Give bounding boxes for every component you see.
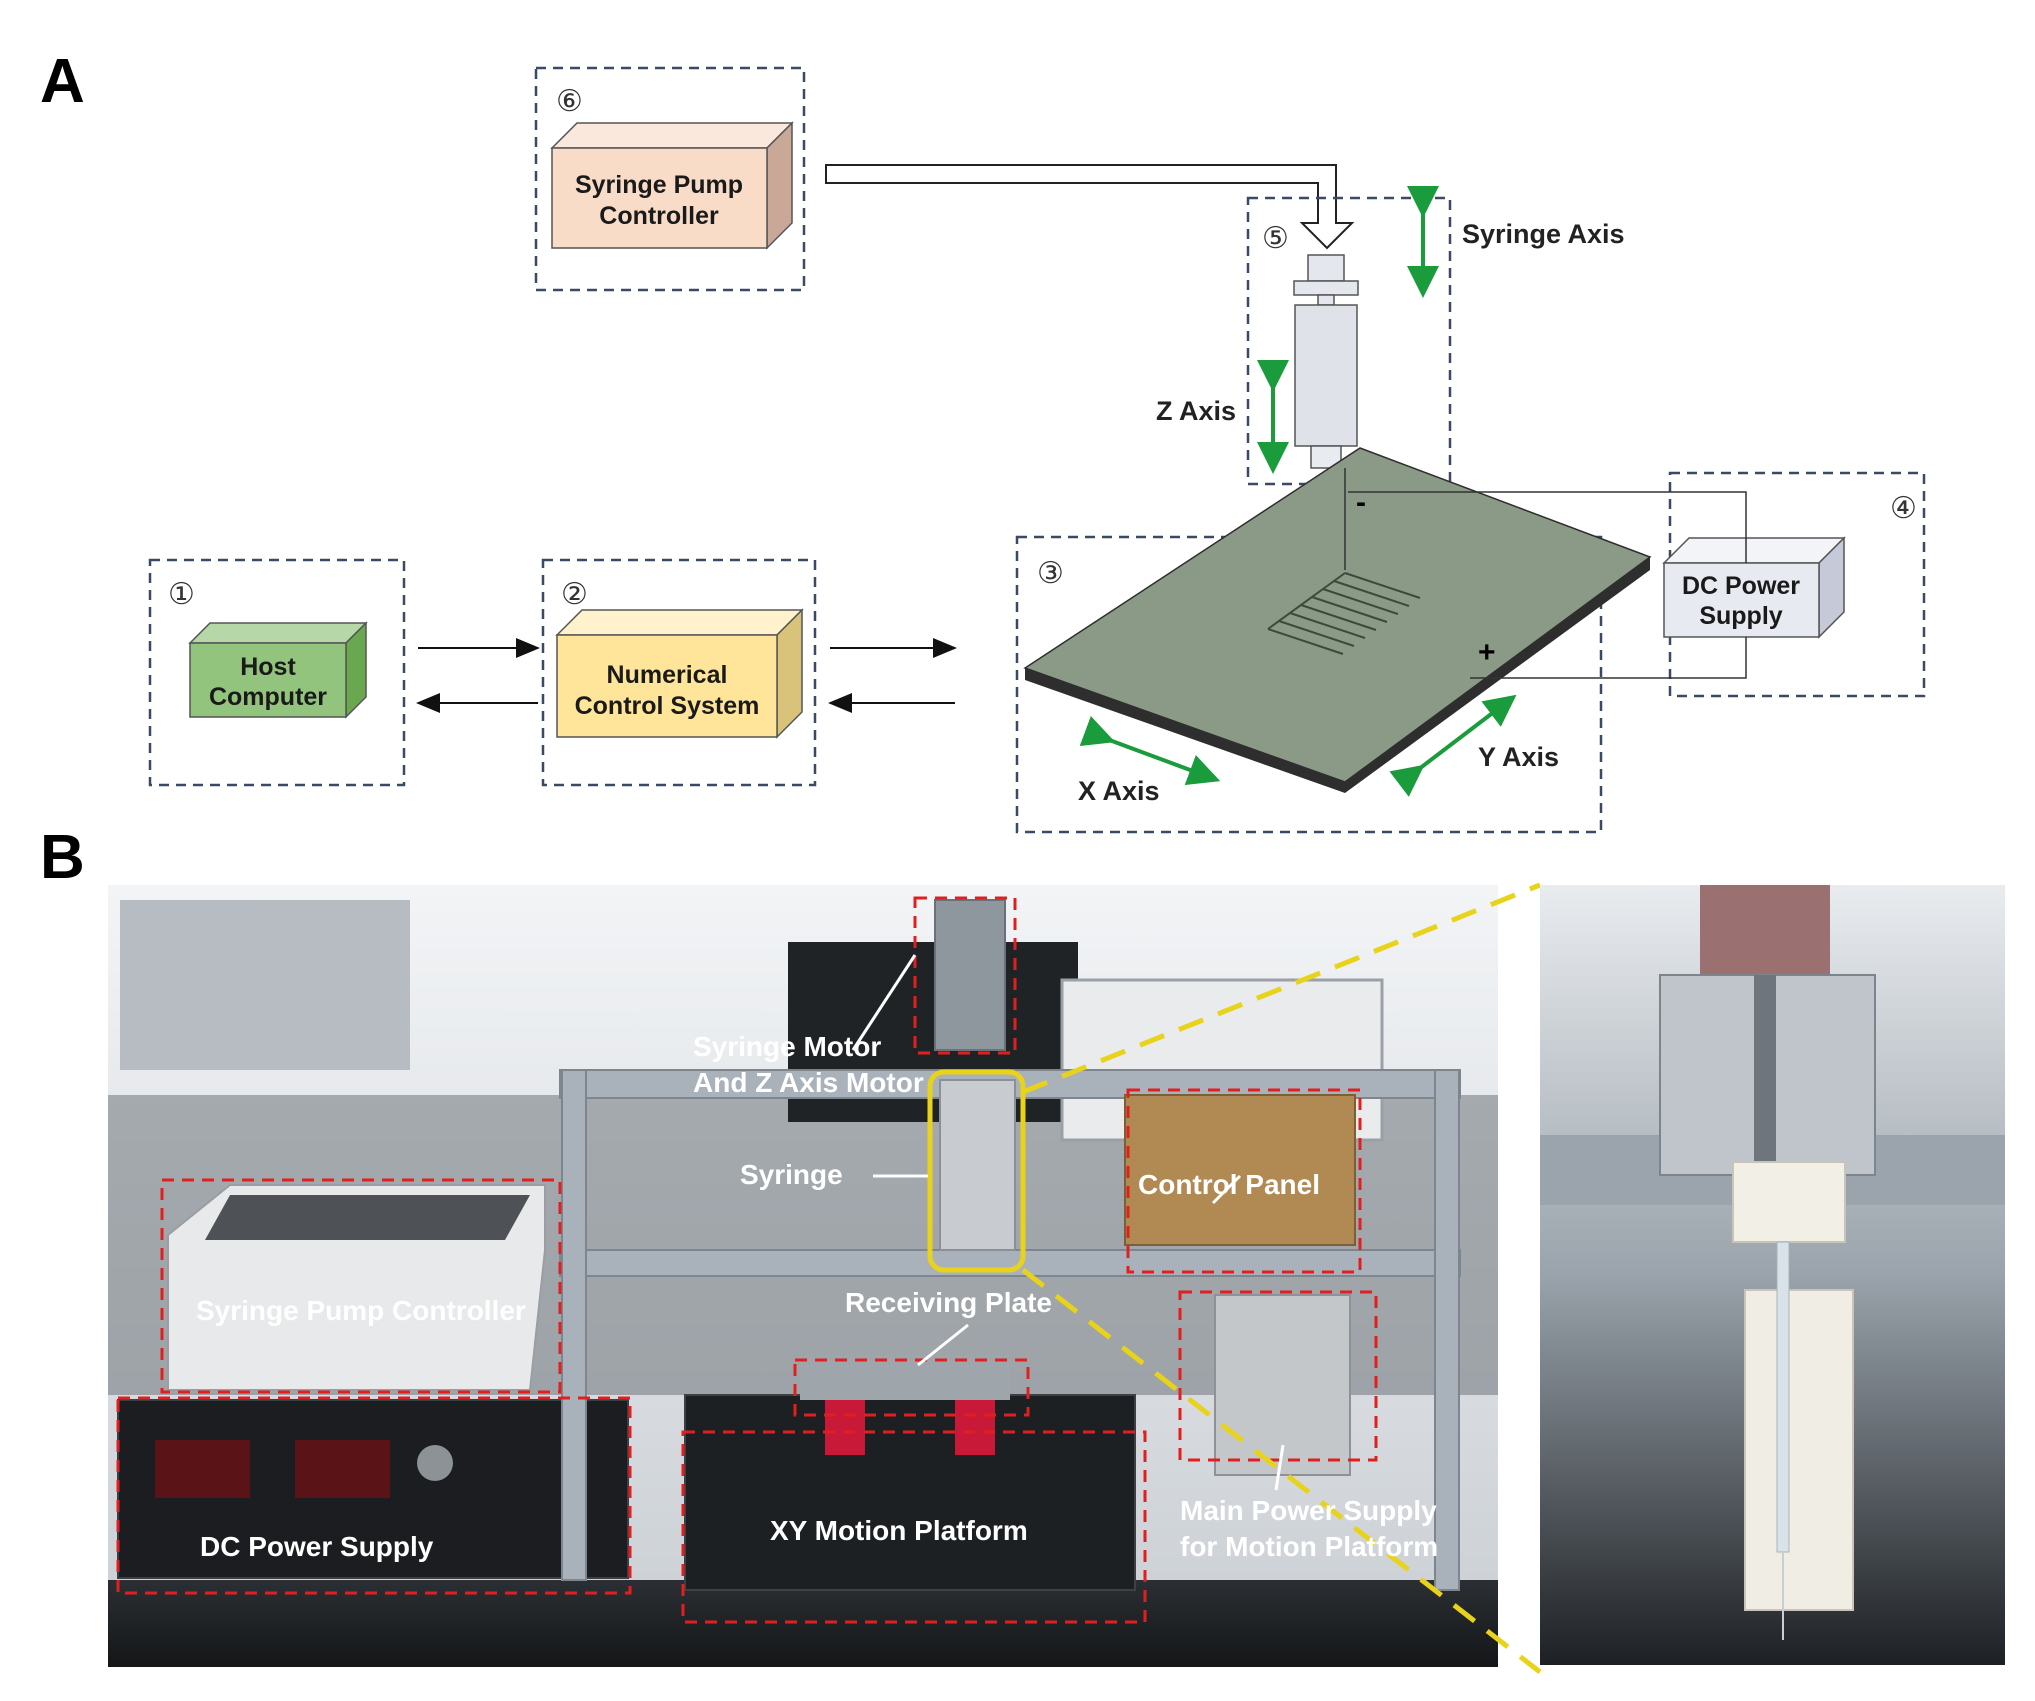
positive-wire [1470,637,1747,679]
negative-wire [1348,491,1747,563]
label-main-power-line1: Main Power Supply [1180,1495,1437,1526]
pump-to-syringe-arrow [825,164,1355,250]
cube-front-1 [189,642,347,718]
aluminium-frame [559,1069,1461,1591]
z-axis-column [934,899,1006,1051]
zoom-syringe-holder [1744,1289,1854,1611]
cube-front-2 [556,634,778,738]
z-axis-label: Z Axis [1156,396,1236,426]
node-label-4-line1: DC Power [1682,572,1800,600]
node-label-6-line2: Controller [599,202,719,230]
region-main-power [1178,1290,1378,1462]
region-xy-platform [681,1430,1147,1624]
node-plate-stage: ③ X Axis Y Axis - + [1015,447,1652,834]
label-xy-platform: XY Motion Platform [770,1515,1028,1546]
zoom-guide-top [1022,882,1541,1095]
y-axis-label: Y Axis [1478,742,1559,772]
dashed-box-6 [534,66,806,292]
background-gantry [120,900,410,1070]
x-axis-label: X Axis [1078,776,1160,806]
label-pump-controller: Syringe Pump Controller [196,1295,526,1326]
node-label-1-line2: Computer [209,683,327,711]
label-dc-power: DC Power Supply [200,1531,434,1562]
dashed-box-1 [148,558,406,787]
node-number-4: ④ [1890,491,1917,526]
label-syringe-motor-line2: And Z Axis Motor [693,1067,924,1098]
positive-terminal-label: + [1478,636,1496,669]
plate-clamp-left [825,1400,865,1455]
receiving-plate-device [800,1355,1010,1400]
zoom-syringe-barrel [1776,1241,1790,1553]
control-panel-board [1124,1094,1356,1246]
cube-top-6 [550,122,794,149]
syringe-mount [939,1079,1016,1251]
node-dc-power-supply: ④ DC Power Supply [1348,471,1926,698]
apparatus-photo: Syringe Motor And Z Axis Motor Syringe C… [108,882,1542,1674]
node-number-6: ⑥ [556,84,583,119]
syringe-barrel [1294,304,1358,447]
node-numerical-control-system: ② Numerical Control System [541,558,817,787]
syringe-zoom-photo [1540,885,2005,1665]
zoom-lead-screw [1754,975,1776,1215]
zoom-coupler [1700,885,1830,975]
x-axis-arrow [1079,716,1221,786]
node-host-computer: ① Host Computer [148,558,406,787]
panel-letter-b: B [40,823,85,892]
negative-terminal-label: - [1356,486,1366,519]
node-label-6-line1: Syringe Pump [575,171,743,199]
dc-display-2 [295,1440,390,1498]
dashed-box-2 [541,558,817,787]
cube-front-4 [1663,562,1820,638]
syringe-stem [1317,294,1335,306]
label-control-panel: Control Panel [1138,1169,1320,1200]
node-label-1-line1: Host [240,653,296,681]
panel-letter-a: A [40,47,85,116]
pointer-control-panel [1211,1174,1242,1205]
pump-controller-top-panel [205,1195,530,1240]
pointer-main-power [1274,1444,1285,1491]
cube-top-2 [555,609,804,636]
cube-top-4 [1662,537,1846,564]
node-label-2-line1: Numerical [607,661,728,689]
region-dc-power [116,1396,632,1595]
pointer-syringe-motor [851,954,917,1051]
zoom-guide-bottom [1021,1268,1542,1674]
label-syringe: Syringe [740,1159,843,1190]
syringe-flange [1293,280,1359,296]
cube-front-6 [551,147,768,249]
label-main-power-line2: for Motion Platform [1180,1531,1438,1562]
node-number-3: ③ [1037,556,1064,591]
syringe-highlight [927,1069,1026,1273]
syringe-tip [1310,445,1342,469]
receiving-plate [1023,447,1652,783]
y-axis-arrow [1389,694,1517,797]
region-syringe-motor [913,896,1017,1055]
label-syringe-motor-line1: Syringe Motor [693,1031,881,1062]
bench-surface [108,1580,1498,1667]
xy-platform-device [684,1394,1136,1591]
syringe-axis-label: Syringe Axis [1462,219,1625,249]
dc-display-1 [155,1440,250,1498]
region-pump-controller [160,1178,562,1394]
node-number-2: ② [561,577,588,612]
node-number-5: ⑤ [1262,221,1289,256]
plate-clamp-right [955,1400,995,1455]
dc-knob [417,1445,453,1481]
region-control-panel [1126,1088,1362,1274]
syringe-plunger [1307,254,1345,282]
node-syringe: ⑤ Syringe Axis Z Axis [1156,186,1625,486]
cube-top-1 [188,622,368,644]
region-receiving-plate [793,1358,1030,1417]
dashed-box-5 [1246,196,1452,486]
node-label-4-line2: Supply [1699,602,1782,630]
pointer-receiving-plate [917,1323,969,1367]
node-syringe-pump-controller: ⑥ Syringe Pump Controller [534,66,806,292]
label-receiving-plate: Receiving Plate [845,1287,1052,1318]
node-number-1: ① [168,577,195,612]
deposited-fiber-pattern [1267,572,1421,655]
node-label-2-line2: Control System [575,692,760,720]
zoom-plunger-holder [1732,1161,1846,1243]
